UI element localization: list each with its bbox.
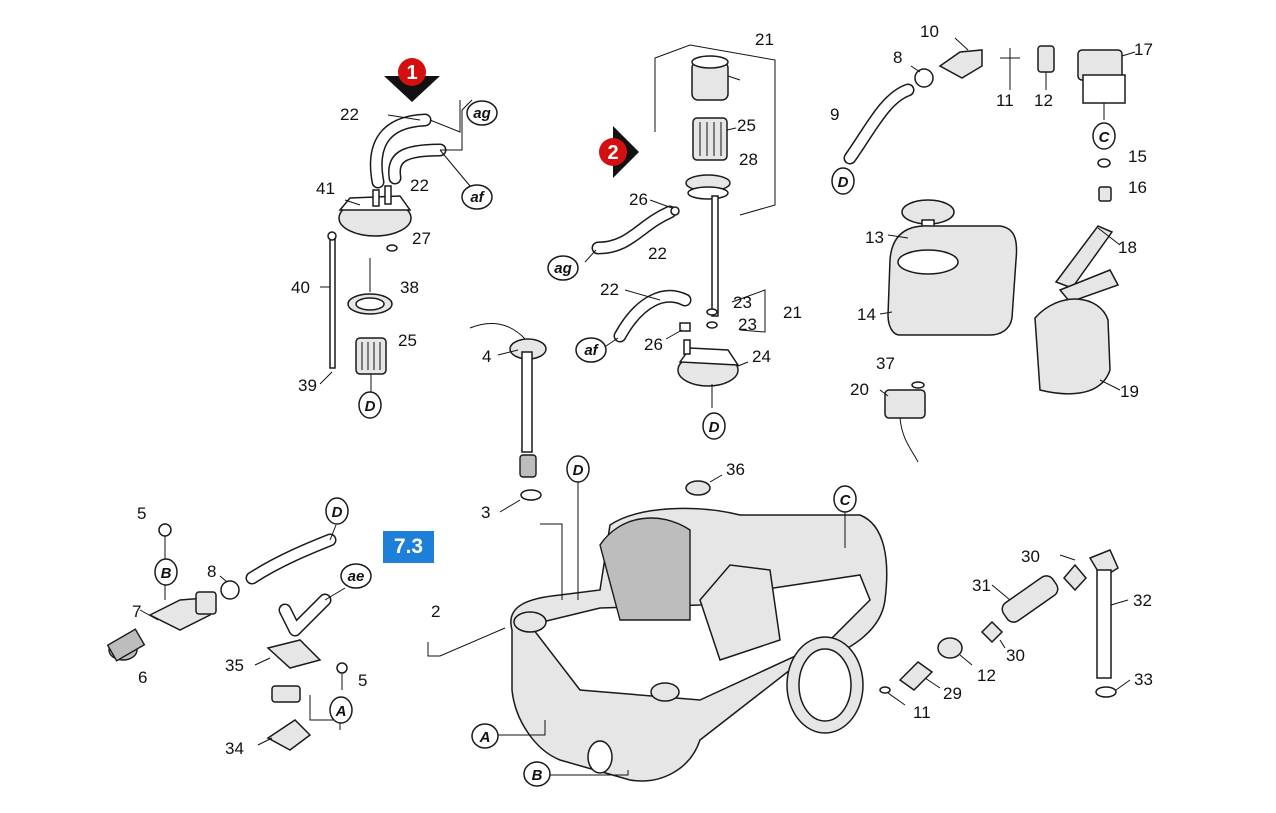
label-3: 3 (481, 503, 490, 522)
label-21-bottom: 21 (783, 303, 802, 322)
label-22-d: 22 (600, 280, 619, 299)
section-marker-2-text: 2 (607, 142, 618, 164)
label-27: 27 (412, 229, 431, 248)
label-28: 28 (739, 150, 758, 169)
label-5-bottom: 5 (358, 671, 367, 690)
label-9: 9 (830, 105, 839, 124)
ref-af-mid: af (584, 342, 599, 359)
label-23-a: 23 (733, 293, 752, 312)
ref-b-left: B (161, 565, 172, 582)
label-8-left: 8 (207, 562, 216, 581)
label-7: 7 (132, 602, 141, 621)
label-22-c: 22 (648, 244, 667, 263)
label-12-bottom: 12 (977, 666, 996, 685)
label-5-top: 5 (137, 504, 146, 523)
ref-d-right: D (838, 174, 849, 191)
reference-ovals: ag af ag af D D D D D C C B A A B ae (154, 100, 1116, 787)
label-34: 34 (225, 739, 244, 758)
label-23-b: 23 (738, 315, 757, 334)
label-16: 16 (1128, 178, 1147, 197)
label-26-bottom: 26 (644, 335, 663, 354)
label-30-top: 30 (1021, 547, 1040, 566)
ref-ag-mid: ag (554, 260, 572, 277)
label-13: 13 (865, 228, 884, 247)
label-39: 39 (298, 376, 317, 395)
label-32: 32 (1133, 591, 1152, 610)
ref-d-mid: D (709, 419, 720, 436)
ref-d-left: D (365, 398, 376, 415)
ref-a-left: A (335, 703, 347, 720)
label-8-top: 8 (893, 48, 902, 67)
label-31: 31 (972, 576, 991, 595)
section-marker-2: 2 (599, 126, 639, 178)
label-12-top: 12 (1034, 91, 1053, 110)
label-36: 36 (726, 460, 745, 479)
label-4: 4 (482, 347, 491, 366)
label-10: 10 (920, 22, 939, 41)
ref-d-lower: D (332, 504, 343, 521)
part-numbers: 1 2 3 4 5 5 6 7 8 8 9 10 11 11 12 12 13 … (132, 22, 1153, 758)
label-41: 41 (316, 179, 335, 198)
label-22-b: 22 (410, 176, 429, 195)
label-30-bottom: 30 (1006, 646, 1025, 665)
label-11-bottom: 11 (913, 703, 931, 722)
ref-ae: ae (348, 568, 365, 585)
label-38: 38 (400, 278, 419, 297)
label-26-top: 26 (629, 190, 648, 209)
section-marker-1-text: 1 (406, 62, 417, 84)
label-29: 29 (943, 684, 962, 703)
label-25-left: 25 (398, 331, 417, 350)
label-18: 18 (1118, 238, 1137, 257)
label-11-top: 11 (996, 91, 1014, 110)
label-40: 40 (291, 278, 310, 297)
label-17: 17 (1134, 40, 1153, 59)
label-25-mid: 25 (737, 116, 756, 135)
ref-b-base: B (532, 767, 543, 784)
parts-drawing (106, 37, 1136, 782)
label-22-a: 22 (340, 105, 359, 124)
label-33: 33 (1134, 670, 1153, 689)
label-14: 14 (857, 305, 876, 324)
label-15: 15 (1128, 147, 1147, 166)
label-24: 24 (752, 347, 771, 366)
ref-af-top: af (470, 189, 485, 206)
ref-c-top: C (1099, 129, 1111, 146)
ref-a-base: A (479, 729, 491, 746)
label-20: 20 (850, 380, 869, 399)
label-21-top: 21 (755, 30, 774, 49)
ref-ag-top: ag (473, 105, 491, 122)
label-6: 6 (138, 668, 147, 687)
ref-d-base: D (573, 462, 584, 479)
ref-c-base: C (840, 492, 852, 509)
label-19: 19 (1120, 382, 1139, 401)
label-35: 35 (225, 656, 244, 675)
label-2: 2 (431, 602, 440, 621)
label-37: 37 (876, 354, 895, 373)
section-marker-1: 1 (384, 58, 440, 102)
section-badge-7-3[interactable]: 7.3 (383, 531, 434, 563)
